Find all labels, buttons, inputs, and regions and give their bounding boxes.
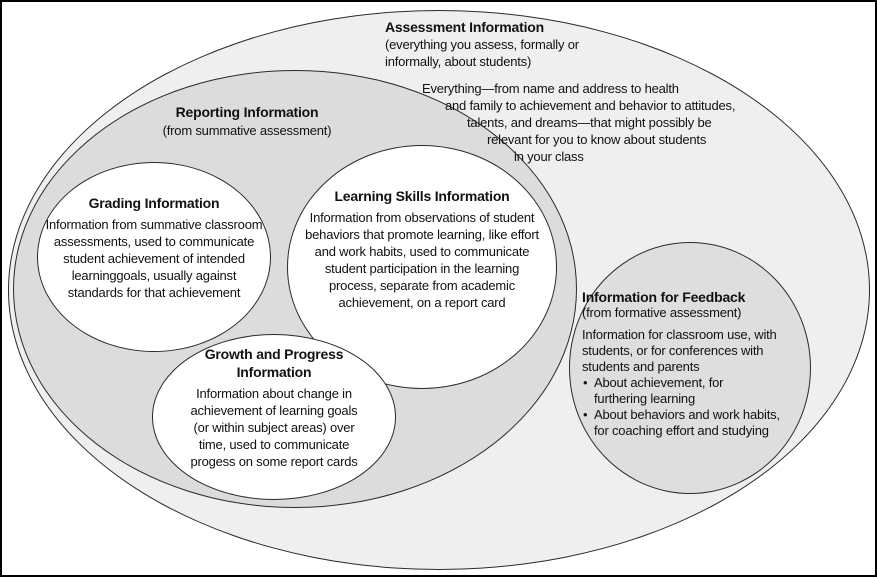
learning-skills-title: Learning Skills Information	[334, 188, 510, 204]
growth-progress-body: Information about change in achievement …	[190, 386, 358, 469]
reporting-title: Reporting Information	[175, 104, 319, 120]
assessment-description: Everything—from name and address to heal…	[422, 80, 782, 165]
feedback-bullet-item: About achievement, for furthering learni…	[582, 375, 810, 407]
description-line: and family to achievement and behavior t…	[445, 98, 736, 113]
grading-body: Information from summative classroom ass…	[45, 217, 263, 300]
feedback-circle	[569, 242, 811, 494]
assessment-title: Assessment Information	[385, 19, 544, 35]
description-line: Everything—from name and address to heal…	[422, 81, 679, 96]
feedback-bullet-list: About achievement, for furthering learni…	[582, 375, 810, 439]
grading-circle	[37, 162, 271, 352]
grading-label-block: Grading Information Information from sum…	[34, 194, 274, 301]
learning-skills-body: Information from observations of student…	[305, 210, 539, 310]
feedback-label-block: Information for Feedback (from formative…	[582, 289, 810, 439]
growth-progress-circle	[152, 334, 396, 500]
feedback-body: Information for classroom use, with stud…	[582, 327, 777, 374]
growth-progress-label-block: Growth and Progress Information Informat…	[154, 345, 394, 470]
description-line: relevant for you to know about students	[487, 132, 707, 147]
description-line: in your class	[514, 149, 584, 164]
reporting-label-block: Reporting Information (from summative as…	[142, 103, 352, 141]
description-line: talents, and dreams—that might possibly …	[467, 115, 712, 130]
feedback-bullet-item: About behaviors and work habits, for coa…	[582, 407, 810, 439]
feedback-title: Information for Feedback	[582, 289, 746, 305]
learning-skills-label-block: Learning Skills Information Information …	[280, 187, 564, 311]
growth-progress-title: Growth and Progress Information	[204, 346, 344, 380]
assessment-label-block: Assessment Information (everything you a…	[385, 18, 655, 70]
reporting-subtitle: (from summative assessment)	[162, 123, 332, 138]
grading-title: Grading Information	[88, 195, 220, 211]
assessment-subtitle: (everything you assess, formally or info…	[385, 37, 579, 69]
feedback-subtitle: (from formative assessment)	[582, 305, 742, 320]
